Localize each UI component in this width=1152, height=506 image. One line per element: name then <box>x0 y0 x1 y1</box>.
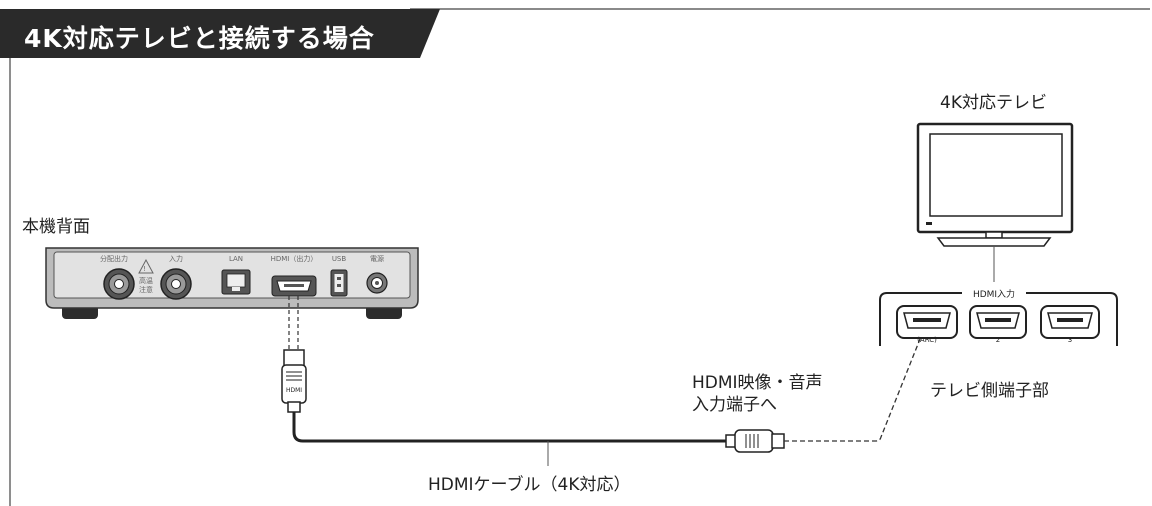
tv-hdmi-panel: HDMI入力 (ARC) 2 3 <box>879 286 1118 346</box>
svg-text:!: ! <box>143 265 146 273</box>
tv-label: 4K対応テレビ <box>940 93 1047 113</box>
port-label-power: 電源 <box>370 254 384 263</box>
tv-hdmi-port-3 <box>1040 305 1100 339</box>
port-label-hdmi-out: HDMI（出力） <box>271 254 318 263</box>
tv-panel-header: HDMI入力 <box>973 288 1015 300</box>
tv-indicator <box>926 222 932 225</box>
hdmi-cable: HDMI <box>281 296 923 466</box>
tv-port-label-1: (ARC) <box>917 336 937 344</box>
tv-illustration <box>916 122 1074 282</box>
title-tab-bg <box>0 9 440 58</box>
port-label-lan: LAN <box>229 255 243 263</box>
hdmi-input-label-line2: 入力端子へ <box>692 395 777 415</box>
port-label-input: 入力 <box>169 254 183 263</box>
coax-port-input <box>160 268 192 300</box>
hdmi-plug-device-side: HDMI <box>281 349 307 413</box>
power-jack <box>366 272 388 294</box>
warning-triangle-icon: ! <box>138 258 154 274</box>
tv-screen <box>929 133 1063 217</box>
coax-port-split <box>103 268 135 300</box>
port-label-usb: USB <box>332 255 347 263</box>
tv-port-label-3: 3 <box>1068 336 1072 344</box>
hdmi-input-label: HDMI映像・音声 入力端子へ <box>692 372 823 416</box>
tv-hdmi-port-1 <box>896 305 958 339</box>
usb-port <box>330 269 348 297</box>
cable-label: HDMIケーブル（4K対応） <box>428 475 631 495</box>
page-title: 4K対応テレビと接続する場合 <box>24 24 375 53</box>
tv-hdmi-port-2 <box>969 305 1027 339</box>
tv-stand <box>936 237 1052 247</box>
tv-port-label-2: 2 <box>996 336 1000 344</box>
lan-port <box>221 269 251 295</box>
device-back-label: 本機背面 <box>22 217 90 237</box>
tv-neck <box>985 231 1003 239</box>
hdmi-input-label-line1: HDMI映像・音声 <box>692 373 823 393</box>
hdmi-plug-tv-side <box>725 429 785 453</box>
warning-label-1: 高温 <box>139 276 153 285</box>
device-back-panel: ! <box>45 247 419 319</box>
port-label-split: 分配出力 <box>100 254 128 263</box>
warning-label-2: 注意 <box>139 285 153 294</box>
tv-ports-label: テレビ側端子部 <box>930 381 1049 401</box>
plug-hdmi-mark: HDMI <box>286 387 302 394</box>
hdmi-out-port <box>271 275 317 297</box>
